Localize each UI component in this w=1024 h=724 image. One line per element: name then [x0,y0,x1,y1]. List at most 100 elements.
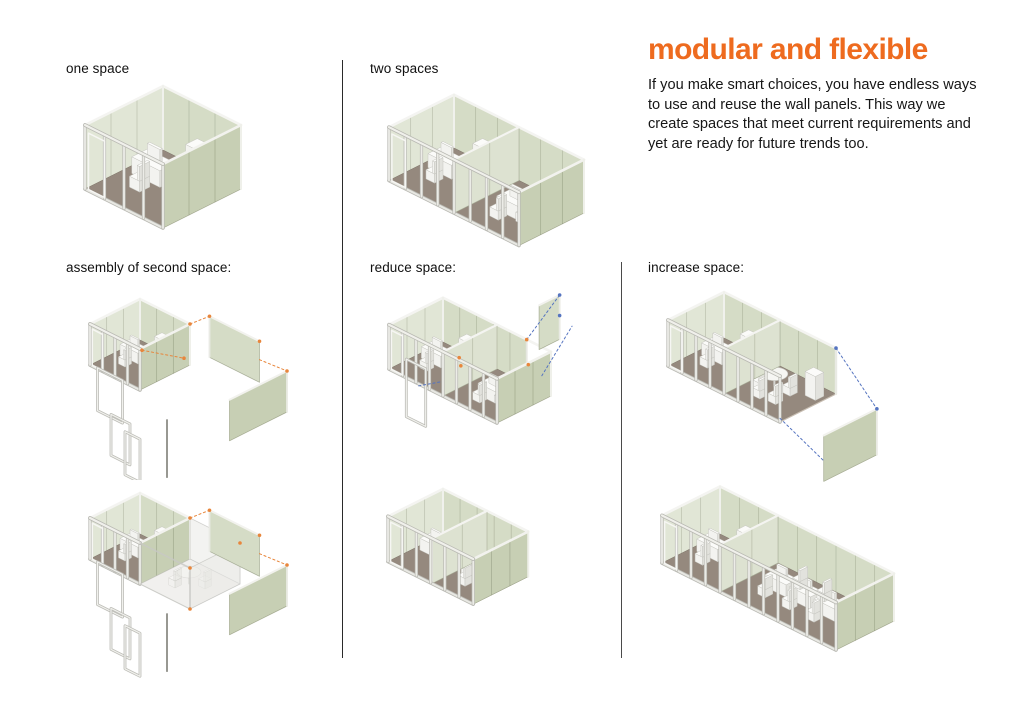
furniture [804,367,824,377]
furniture [822,581,825,595]
iso-line [138,491,192,520]
isometric-illustration [88,297,289,480]
door-frame [391,133,407,189]
furniture [129,528,140,534]
iso-line [139,542,191,569]
iso-line [88,322,142,351]
iso-line [88,297,142,326]
iso-line [834,572,896,604]
iso-line [161,84,243,127]
furniture [815,372,824,401]
iso-line [418,381,441,387]
furniture [705,348,708,361]
section-label-assembly: assembly of second space: [66,260,232,275]
iso-line [161,123,243,166]
iso-line [822,407,878,437]
door-frame [96,561,124,618]
furniture [496,197,499,212]
furniture [822,577,833,584]
guide-dot [257,533,262,538]
door-frame [123,624,142,678]
page-title: modular and flexible [648,33,928,66]
iso-line [88,516,142,545]
figure-assembly-step-2 [58,480,326,680]
furniture [147,141,163,150]
furniture [788,376,791,389]
section-label-increase: increase space: [648,260,745,275]
guide-dot [257,339,262,344]
guide-dot [557,293,562,297]
guide-dot [875,407,879,411]
furniture [129,334,140,340]
iso-line [88,491,142,520]
figure-one-space [60,84,300,234]
iso-line [228,564,288,595]
iso-line [722,318,782,350]
iso-line [441,323,499,353]
iso-line [387,323,499,380]
guide-dot [238,541,242,545]
figure-increase-step-2 [646,482,976,670]
furniture [137,165,140,182]
iso-line [541,325,573,377]
guide-dot [182,356,186,361]
iso-line [189,509,210,519]
guide-dot [459,363,463,368]
guide-dot [207,314,212,319]
guide-dot [524,337,529,342]
figure-two-spaces [368,84,618,252]
iso-line [718,514,780,546]
furniture [776,563,789,570]
guide-dot [557,313,562,318]
door-frame [87,132,106,199]
iso-line [141,349,185,359]
guide-dot [285,369,289,373]
iso-line [387,296,445,327]
furniture [430,527,442,534]
iso-line [386,487,445,518]
iso-line [387,126,521,194]
door-frame [390,329,404,376]
section-label-reduce: reduce space: [370,260,457,275]
iso-line [517,158,586,194]
isometric-illustration [660,485,896,652]
iso-line [660,485,722,517]
iso-line [189,315,210,325]
iso-line [83,84,165,127]
isometric-illustration [387,293,573,428]
iso-line [259,553,288,566]
iso-line [779,393,837,423]
furniture [431,336,443,342]
furniture [712,332,724,338]
guide-dot [526,362,531,367]
iso-line [430,509,489,540]
iso-line [139,583,191,610]
door-frame [123,430,142,480]
furniture [440,141,454,148]
guide-dot [188,516,192,520]
iso-line [452,126,521,161]
door-frame [124,625,141,677]
guide-dot [457,355,461,360]
iso-line [386,515,475,561]
door-frame [663,520,678,571]
iso-line [538,294,561,307]
guide-dot [285,563,289,567]
furniture [773,385,776,398]
column-divider-left [342,60,343,658]
guide-dot [207,508,212,513]
furniture [811,602,815,615]
iso-line [138,516,192,545]
iso-line [495,350,553,381]
iso-line [471,530,530,561]
isometric-illustration [666,290,879,482]
iso-line [138,297,192,326]
isometric-illustration [83,84,243,230]
iso-line [666,290,726,322]
column-divider-right [621,262,622,658]
section-label-one-space: one space [66,61,130,76]
door-frame [96,367,124,424]
guide-dot [188,607,192,611]
furniture [798,569,801,582]
furniture [798,565,808,571]
